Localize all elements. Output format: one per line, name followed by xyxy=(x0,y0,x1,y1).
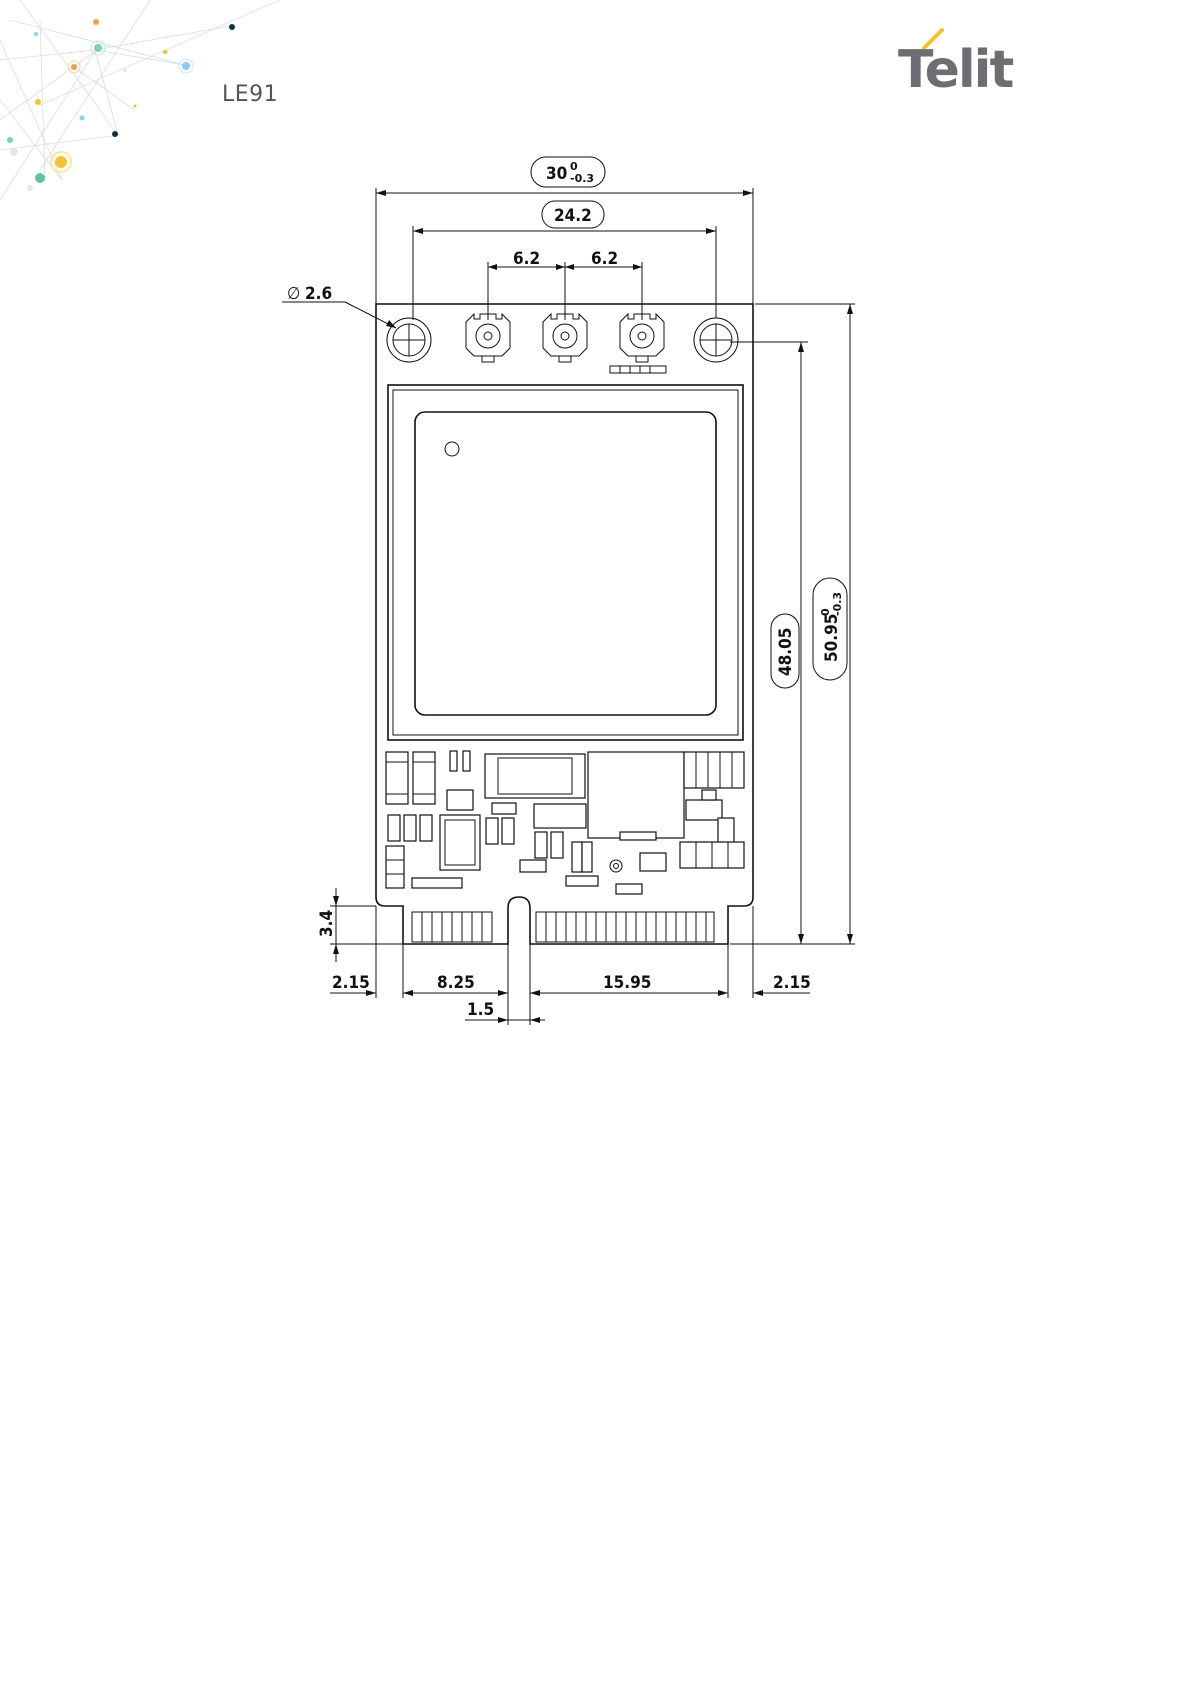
dimension-height-overall: 50.95 0 -0.3 xyxy=(730,304,855,944)
dim-diameter-symbol: ∅ xyxy=(287,284,300,304)
dim-height-value: 50.95 xyxy=(822,614,842,662)
dim-edge-left-value: 2.15 xyxy=(332,973,370,993)
antenna-connector-1 xyxy=(466,314,510,362)
dim-width-tol-lower: -0.3 xyxy=(570,172,594,185)
dimension-bottom-row: 2.15 8.25 15.95 2.15 1.5 xyxy=(330,906,811,1025)
dim-key-left-value: 8.25 xyxy=(437,973,475,993)
dim-hole-diameter-value: 2.6 xyxy=(305,284,332,304)
mounting-hole-left xyxy=(387,318,431,362)
antenna-connector-3 xyxy=(610,314,666,373)
dim-edge-right-value: 2.15 xyxy=(773,973,811,993)
dim-pitch-left-value: 6.2 xyxy=(513,249,540,269)
shield-can xyxy=(388,385,743,740)
edge-connector-fingers-left xyxy=(412,912,492,942)
dim-hole-spacing-value: 24.2 xyxy=(554,206,592,226)
dim-notch-width-value: 1.5 xyxy=(467,1000,494,1020)
dim-pitch-right-value: 6.2 xyxy=(591,249,618,269)
dim-finger-height-value: 3.4 xyxy=(317,910,337,937)
dim-height-inner-value: 48.05 xyxy=(776,628,796,676)
antenna-connector-2 xyxy=(543,314,587,362)
dimension-hole-diameter: ∅ 2.6 xyxy=(282,284,396,328)
dim-key-right-value: 15.95 xyxy=(603,973,651,993)
edge-connector-fingers-right xyxy=(536,912,714,942)
dim-width-value: 30 xyxy=(546,164,567,184)
dimension-connector-pitch: 6.2 6.2 xyxy=(488,249,642,320)
mounting-hole-right xyxy=(694,318,738,362)
dimension-finger-height: 3.4 xyxy=(317,888,403,962)
dim-height-tol-lower: -0.3 xyxy=(831,592,844,616)
pcb-components xyxy=(386,751,744,894)
